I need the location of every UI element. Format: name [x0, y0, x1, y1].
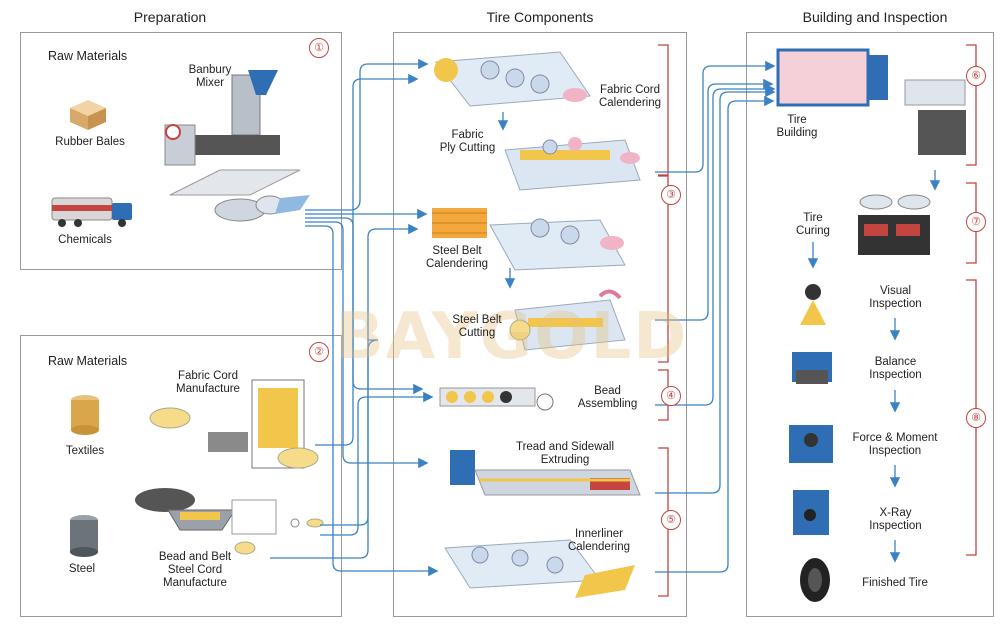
- watermark: BAYGOLD: [335, 300, 689, 374]
- label-finished-tire: Finished Tire: [862, 577, 928, 589]
- step-number-3: ③: [661, 185, 681, 205]
- step-number-1: ①: [309, 38, 329, 58]
- force-moment-inspection-icon: [789, 425, 833, 463]
- fabric-cord-calendering-icon: [434, 51, 591, 107]
- bead-assembling-icon: [439, 387, 554, 411]
- tire-curing-press-icon: [858, 194, 931, 255]
- label-rubber-bales: Rubber Bales: [55, 136, 125, 148]
- textiles-spool-icon: [71, 395, 99, 435]
- steel-cord-machine-icon: [135, 488, 324, 555]
- tread-extruding-icon: [450, 450, 641, 496]
- step-number-4: ④: [661, 386, 681, 406]
- steel-coil-icon: [70, 515, 98, 557]
- step-number-2: ②: [309, 342, 329, 362]
- header-preparation: Preparation: [133, 9, 207, 25]
- xray-inspection-icon: [793, 490, 829, 535]
- step-number-7: ⑦: [966, 212, 986, 232]
- step-number-8: ⑧: [966, 408, 986, 428]
- innerliner-calendering-icon: [444, 539, 635, 598]
- label-textiles: Textiles: [65, 445, 105, 457]
- banbury-mixer-icon: [164, 70, 310, 222]
- rubber-bales-icon: [70, 100, 106, 130]
- fabric-ply-cutting-icon: [504, 137, 641, 191]
- raw-materials-title-lower: Raw Materials: [48, 354, 128, 368]
- fabric-cord-machine-icon: [149, 379, 319, 469]
- step-number-5: ⑤: [661, 510, 681, 530]
- finished-tire-icon: [800, 558, 830, 602]
- steel-belt-calendering-icon: [432, 208, 626, 271]
- tire-building-machine-icon: [776, 48, 966, 155]
- step-number-6: ⑥: [966, 66, 986, 86]
- raw-materials-title-upper: Raw Materials: [48, 49, 128, 63]
- steel-belt-cutting-icon: [509, 289, 626, 351]
- panel-raw-materials-textiles: [20, 335, 342, 617]
- balance-inspection-icon: [792, 352, 832, 384]
- header-building-inspection: Building and Inspection: [802, 9, 948, 25]
- visual-inspection-icon: [800, 284, 826, 325]
- header-tire-components: Tire Components: [486, 9, 594, 25]
- chemicals-truck-icon: [51, 197, 132, 227]
- label-steel: Steel: [68, 563, 96, 575]
- label-chemicals: Chemicals: [58, 234, 112, 246]
